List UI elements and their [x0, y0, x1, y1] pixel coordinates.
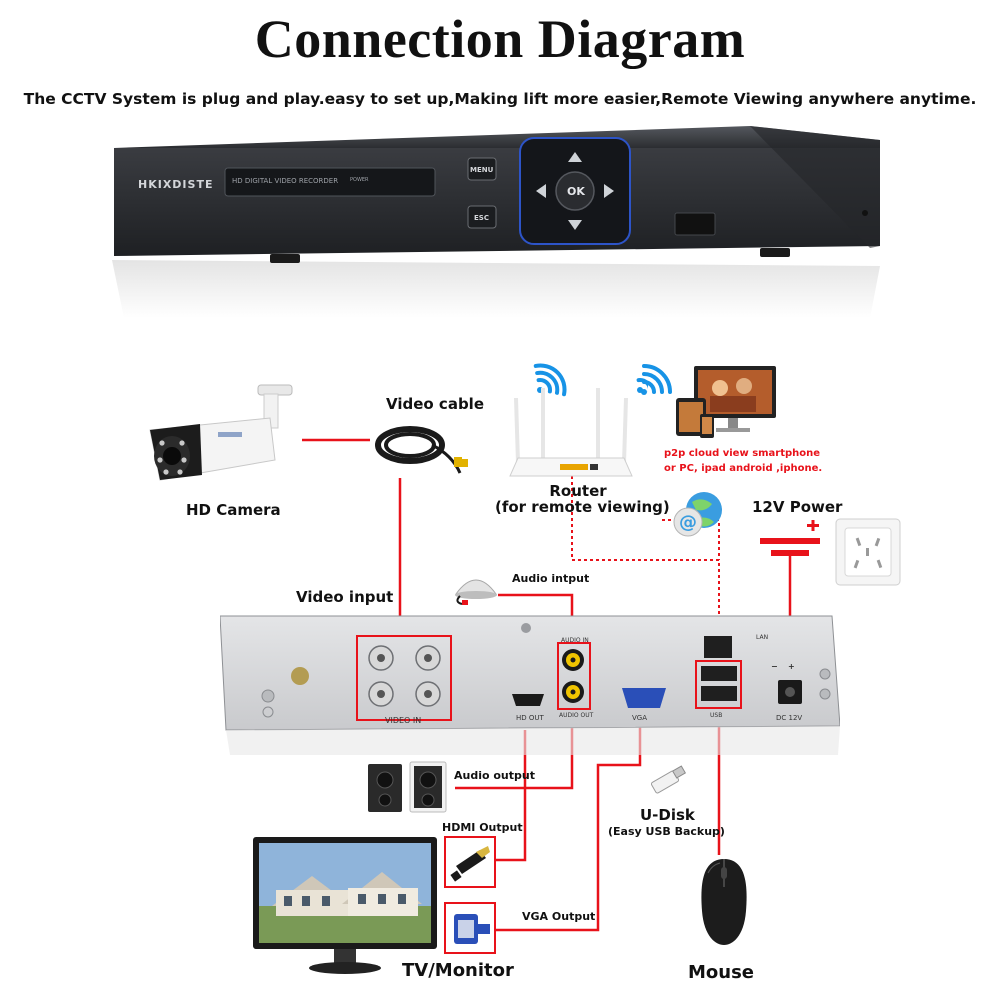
- rear-video-in-label: VIDEO IN: [385, 716, 422, 725]
- speakers-image: [368, 761, 447, 813]
- dvr-esc-button[interactable]: ESC: [474, 214, 489, 222]
- dvr-brand: HKIXDISTE: [138, 178, 214, 191]
- rear-audio-in-label: AUDIO IN: [561, 637, 589, 644]
- svg-text:@: @: [679, 512, 697, 533]
- wall-socket-image: [835, 518, 901, 586]
- wifi-icon: [641, 364, 672, 395]
- dvr-menu-button[interactable]: MENU: [470, 166, 494, 174]
- hdmi-connector-image: [444, 836, 496, 888]
- microphone-image: [455, 579, 497, 605]
- router-label: Router: [549, 482, 607, 500]
- audio-input-label: Audio intput: [512, 572, 590, 585]
- tv-monitor-image: [253, 837, 437, 974]
- video-input-label: Video input: [296, 588, 394, 606]
- internet-globe-icon: @: [673, 492, 722, 537]
- p2p-note-line2: or PC, ipad android ,iphone.: [664, 463, 823, 474]
- dvr-rear-panel: [220, 615, 840, 755]
- rear-vga-label: VGA: [632, 714, 648, 722]
- video-cable-image: [375, 426, 468, 474]
- tv-monitor-label: TV/Monitor: [402, 960, 514, 981]
- power-12v-label: 12V Power: [752, 498, 843, 516]
- vga-connector-image: [444, 902, 496, 954]
- audio-output-label: Audio output: [454, 769, 535, 782]
- wire-router-lan: [571, 470, 720, 638]
- u-disk-image: [650, 765, 687, 794]
- rear-hd-out-label: HD OUT: [516, 714, 544, 722]
- dvr-ok-button[interactable]: OK: [567, 185, 585, 198]
- dvr-display-text: HD DIGITAL VIDEO RECORDER: [232, 177, 339, 185]
- u-disk-label: U-Disk: [640, 806, 695, 824]
- page-title: Connection Diagram: [254, 9, 746, 69]
- dvr-front-unit: [112, 126, 880, 318]
- mouse-image: [701, 859, 747, 945]
- page-subtitle: The CCTV System is plug and play.easy to…: [23, 90, 977, 108]
- u-disk-note: (Easy USB Backup): [608, 825, 725, 838]
- mouse-label: Mouse: [688, 962, 755, 983]
- rear-audio-out-label: AUDIO OUT: [559, 712, 594, 719]
- p2p-note-line1: p2p cloud view smartphone: [664, 448, 821, 459]
- dvr-power-text: POWER: [350, 177, 369, 183]
- vga-output-label: VGA Output: [522, 910, 596, 923]
- rear-lan-label: LAN: [756, 634, 769, 641]
- hdmi-output-label: HDMI Output: [442, 821, 523, 834]
- hd-camera-image: [149, 384, 293, 481]
- video-cable-label: Video cable: [386, 395, 484, 413]
- wire-hdmi-output: [496, 730, 527, 862]
- rear-plus-label: +: [788, 662, 795, 671]
- router-image: [509, 363, 648, 477]
- hd-camera-label: HD Camera: [186, 501, 281, 519]
- rear-usb-label: USB: [710, 712, 723, 719]
- p2p-devices-image: [676, 366, 776, 438]
- rear-minus-label: −: [771, 662, 778, 671]
- power-symbol-icon: [760, 520, 820, 556]
- rear-dc12v-label: DC 12V: [776, 714, 803, 722]
- router-note: (for remote viewing): [495, 498, 670, 516]
